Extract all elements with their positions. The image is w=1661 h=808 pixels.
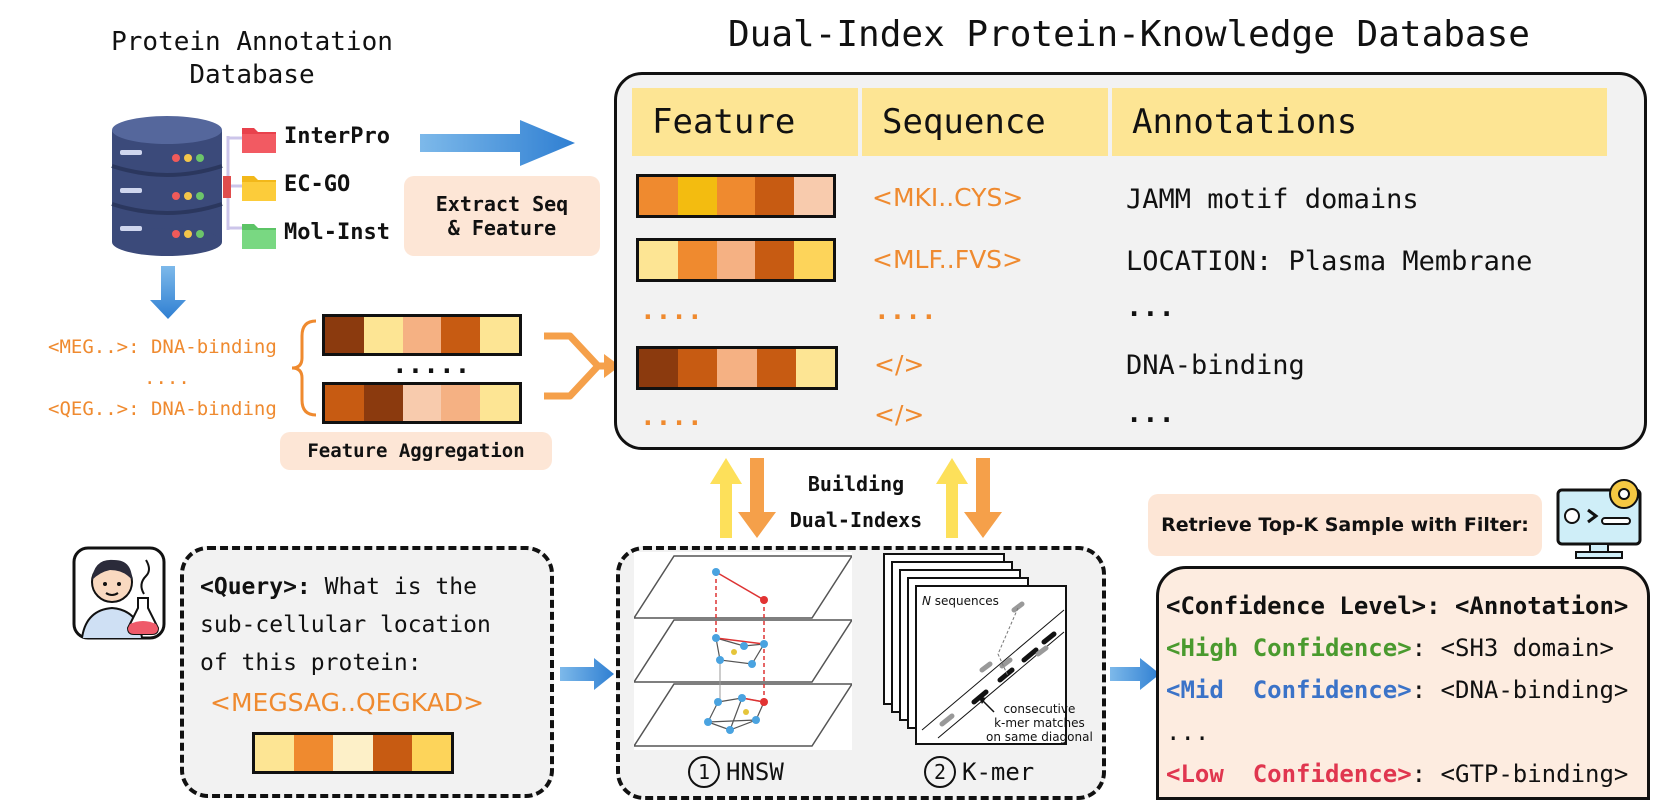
result-low-label: <Low Confidence> xyxy=(1166,760,1412,788)
kmer-label: 2 K-mer xyxy=(924,756,1034,788)
database-icon xyxy=(111,116,223,256)
aggregation-ellipsis: ..... xyxy=(392,350,471,380)
source-item-mol-inst: Mol-Inst xyxy=(284,220,390,245)
extract-label: Extract Seq & Feature xyxy=(404,176,600,256)
kmer-caption: N sequences xyxy=(922,594,999,608)
index-arrows-right xyxy=(936,458,1002,538)
db-sequence-ellipsis: .... xyxy=(874,296,937,326)
hnsw-label: 1 HNSW xyxy=(688,756,784,788)
result-high: <High Confidence>: <SH3 domain> xyxy=(1166,634,1614,662)
db-sequence-1: <MKI..CYS> xyxy=(872,183,1024,212)
source-db-title: Protein Annotation Database xyxy=(111,27,393,90)
query-text: <Query>: What is the sub-cellular locati… xyxy=(200,574,491,676)
db-feature-ellipsis-1: .... xyxy=(640,296,703,326)
header-annotations: Annotations xyxy=(1112,88,1607,156)
aggregation-merge-arrow xyxy=(544,332,620,400)
query-label: <Query>: xyxy=(200,574,311,600)
index-arrows-left xyxy=(710,458,776,538)
db-feature-strip-2 xyxy=(636,238,836,282)
retrieve-label: Retrieve Top-K Sample with Filter: xyxy=(1148,494,1542,556)
aggregated-feature-strip-2 xyxy=(322,382,522,424)
hnsw-graph xyxy=(634,552,852,750)
monitor-icon xyxy=(1556,479,1642,559)
result-low: <Low Confidence>: <GTP-binding> xyxy=(1166,760,1629,788)
db-feature-strip-1 xyxy=(636,174,836,218)
header-sequence: Sequence xyxy=(862,88,1108,156)
result-high-label: <High Confidence> xyxy=(1166,634,1412,662)
results-header: <Confidence Level>: <Annotation> xyxy=(1166,592,1629,620)
result-mid-label: <Mid Confidence> xyxy=(1166,676,1412,704)
source-item-interpro: InterPro xyxy=(284,124,390,149)
result-mid: <Mid Confidence>: <DNA-binding> xyxy=(1166,676,1629,704)
kmer-number: 2 xyxy=(924,756,956,788)
db-sequence-5: </> xyxy=(874,400,925,429)
building-label: Building Dual-Indexs xyxy=(789,472,923,532)
results-panel xyxy=(1156,566,1650,800)
db-annotation-1: JAMM motif domains xyxy=(1126,184,1419,215)
sample-ellipsis: .... xyxy=(144,367,190,389)
db-sequence-4: </> xyxy=(874,350,925,379)
db-annotation-4: DNA-binding xyxy=(1126,350,1305,381)
scientist-icon xyxy=(72,546,166,640)
index-to-result-arrow xyxy=(1110,658,1160,690)
folder-icon-red xyxy=(242,128,276,153)
query-feature-strip xyxy=(252,732,454,774)
db-annotation-2: LOCATION: Plasma Membrane xyxy=(1126,246,1533,277)
hnsw-number: 1 xyxy=(688,756,720,788)
db-connector-lines xyxy=(223,136,248,230)
db-sequence-2: <MLF..FVS> xyxy=(872,245,1024,274)
query-sequence: <MEGSAG..QEGKAD> xyxy=(210,688,485,717)
result-ellipsis: ... xyxy=(1166,718,1210,746)
source-item-ec-go: EC-GO xyxy=(284,172,351,197)
sample-annotation-2: <QEG..>: DNA-binding xyxy=(48,398,277,420)
knowledge-db-title: Dual-Index Protein-Knowledge Database xyxy=(728,14,1530,55)
extract-arrow xyxy=(420,120,575,166)
db-feature-strip-3 xyxy=(636,346,838,390)
db-annotation-ellipsis-1: ... xyxy=(1126,292,1175,323)
brace xyxy=(291,319,317,417)
aggregated-feature-strip-1 xyxy=(322,314,522,356)
db-feature-ellipsis-2: .... xyxy=(640,402,703,432)
header-feature: Feature xyxy=(632,88,858,156)
folder-icon-yellow xyxy=(242,176,276,201)
folder-icon-green xyxy=(242,224,276,249)
kmer-stack xyxy=(883,553,1067,745)
db-annotation-ellipsis-2: ... xyxy=(1126,398,1175,429)
query-to-index-arrow xyxy=(560,658,614,690)
down-arrow-db xyxy=(150,266,186,319)
feature-aggregation-label: Feature Aggregation xyxy=(280,432,552,470)
sample-annotation-1: <MEG..>: DNA-binding xyxy=(48,336,277,358)
kmer-note: consecutive k-mer matches on same diagon… xyxy=(986,702,1093,744)
